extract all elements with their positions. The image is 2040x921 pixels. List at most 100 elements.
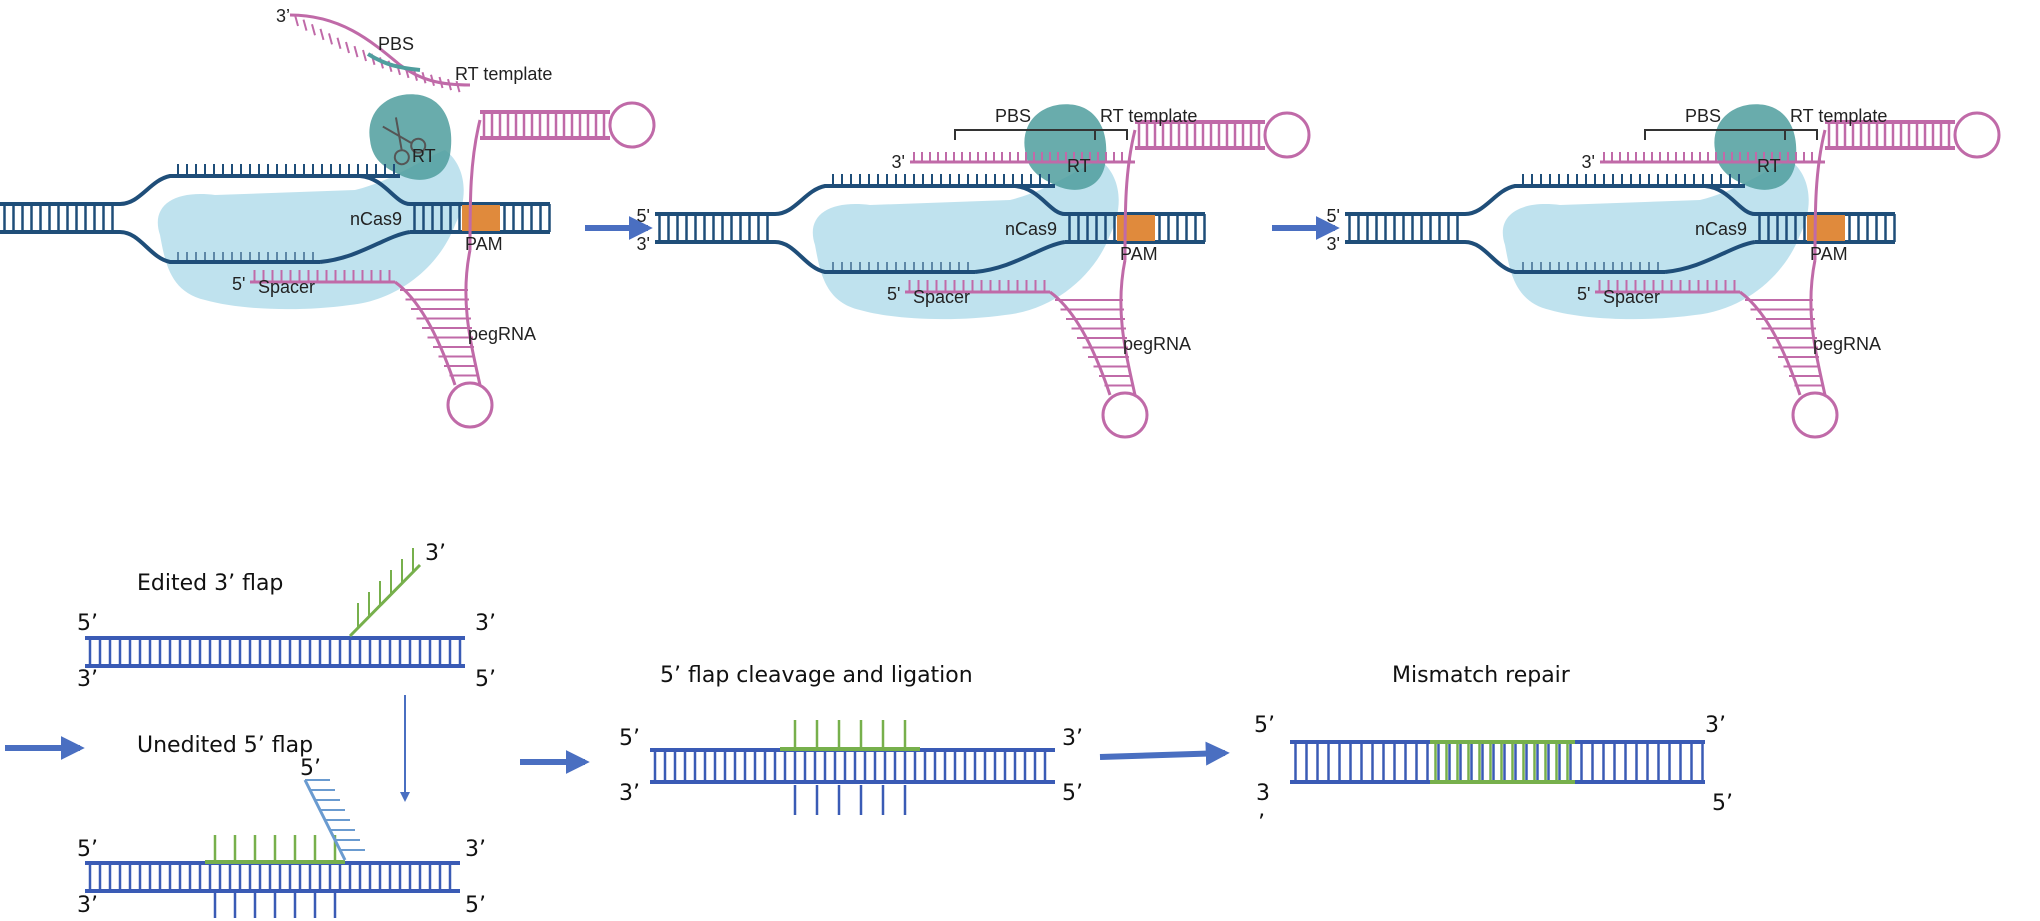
dna-duplex-right	[1065, 212, 1206, 244]
unedited-flap-duplex	[85, 861, 460, 893]
dna-top-strand	[1464, 184, 1745, 216]
rt-template-label: RT template	[455, 64, 552, 84]
rt-protein	[1714, 104, 1797, 190]
edited-left-3-label: 3’	[77, 667, 98, 692]
unedited-flap-title: Unedited 5’ flap	[137, 733, 313, 758]
rt-label: RT	[1067, 156, 1091, 176]
edited-flap-3-prime-label: 3’	[425, 541, 446, 566]
mismatch-left-5-label: 5’	[1254, 713, 1275, 738]
rt-label: RT	[1757, 156, 1781, 176]
edited-flap-duplex	[85, 636, 465, 668]
spacer-rna	[1595, 280, 1740, 294]
dna-bottom-strand	[774, 240, 975, 274]
mismatch-left-3-label: 3	[1256, 781, 1270, 806]
pegrna-hairpin-stem	[1825, 120, 1955, 150]
unedited-flap-5-prime-label: 5’	[300, 756, 321, 781]
mismatch-left-3-prime-mark: ’	[1258, 811, 1265, 836]
spacer-5-prime-label: 5'	[232, 274, 245, 294]
pegrna-hairpin-stem	[1135, 120, 1265, 150]
pegrna-label: pegRNA	[1813, 334, 1881, 354]
spacer-5-prime-label: 5'	[1577, 284, 1590, 304]
rt-template-label: RT template	[1100, 106, 1197, 126]
pbs-rna-strand	[1600, 152, 1825, 164]
ligation-duplex	[650, 748, 1055, 784]
ncas9-label: nCas9	[350, 209, 402, 229]
pegrna-bottom-loop	[1791, 391, 1839, 439]
rna-3-prime-label: 3’	[276, 6, 290, 26]
scissors-icon	[382, 117, 427, 166]
pegrna-bottom-loop	[446, 381, 494, 429]
pegrna-stem	[1049, 290, 1112, 396]
pam-site	[462, 205, 500, 231]
pegrna-top-loop	[1953, 111, 2001, 159]
strand-3-prime-label: 3'	[1327, 234, 1340, 254]
pegrna-label: pegRNA	[1123, 334, 1191, 354]
ncas9-label: nCas9	[1695, 219, 1747, 239]
dna-bottom-strand	[1464, 240, 1665, 274]
pegrna-top-loop	[1263, 111, 1311, 159]
pegrna-stem	[394, 280, 457, 386]
unedited-right-5-label: 5’	[465, 893, 486, 918]
pam-site	[1117, 215, 1155, 241]
strand-5-prime-label: 5'	[1327, 206, 1340, 226]
spacer-label: Spacer	[1603, 287, 1660, 307]
pam-site	[1807, 215, 1845, 241]
rt-protein	[1024, 104, 1107, 190]
ligation-right-3-label: 3’	[1062, 726, 1083, 751]
rt-template-label: RT template	[1790, 106, 1887, 126]
unedited-5-prime-flap	[303, 779, 365, 861]
pegrna-hairpin-stem	[480, 110, 610, 140]
spacer-label: Spacer	[258, 277, 315, 297]
mismatch-arrow	[1099, 741, 1230, 766]
mismatch-right-5-label: 5’	[1712, 791, 1733, 816]
unedited-left-5-label: 5’	[77, 837, 98, 862]
ligation-right-5-label: 5’	[1062, 781, 1083, 806]
spacer-rna	[250, 270, 395, 284]
ligation-title: 5’ flap cleavage and ligation	[660, 663, 973, 688]
pbs-label: PBS	[378, 34, 414, 54]
dna-top-strand	[774, 184, 1055, 216]
pbs-segment	[366, 52, 421, 72]
edited-right-3-label: 3’	[475, 611, 496, 636]
edited-left-5-label: 5’	[77, 611, 98, 636]
unedited-left-3-label: 3’	[77, 893, 98, 918]
rna-3-prime-label: 3'	[892, 152, 905, 172]
mismatch-repaired-segment	[1430, 740, 1575, 784]
ligation-left-3-label: 3’	[619, 781, 640, 806]
spacer-rna	[905, 280, 1050, 294]
spacer-5-prime-label: 5'	[887, 284, 900, 304]
pbs-label: PBS	[1685, 106, 1721, 126]
mismatch-duplex	[1290, 740, 1705, 784]
rna-3-prime-label: 3'	[1582, 152, 1595, 172]
dna-top-strand	[119, 174, 400, 206]
spacer-label: Spacer	[913, 287, 970, 307]
pegrna-stem	[1739, 290, 1802, 396]
unedited-right-3-label: 3’	[465, 837, 486, 862]
mismatch-right-3-label: 3’	[1705, 713, 1726, 738]
edited-flap-title: Edited 3’ flap	[137, 571, 283, 596]
dna-duplex-left	[0, 202, 120, 234]
pegrna-bottom-loop	[1101, 391, 1149, 439]
rt-template-bracket	[1094, 129, 1128, 140]
dna-duplex-left	[655, 212, 775, 244]
mismatch-title: Mismatch repair	[1392, 663, 1571, 688]
edited-3-prime-flap	[348, 548, 422, 638]
pam-label: PAM	[1810, 244, 1848, 264]
rt-template-bracket	[1784, 129, 1818, 140]
strand-5-prime-label: 5'	[637, 206, 650, 226]
ncas9-label: nCas9	[1005, 219, 1057, 239]
pam-label: PAM	[465, 234, 503, 254]
ligation-left-5-label: 5’	[619, 726, 640, 751]
pbs-rna-strand	[910, 152, 1135, 164]
pegrna-label: pegRNA	[468, 324, 536, 344]
pegrna-top-loop	[608, 101, 656, 149]
rt-label: RT	[412, 146, 436, 166]
edited-right-5-label: 5’	[475, 667, 496, 692]
pbs-label: PBS	[995, 106, 1031, 126]
dna-bottom-strand	[119, 230, 320, 264]
